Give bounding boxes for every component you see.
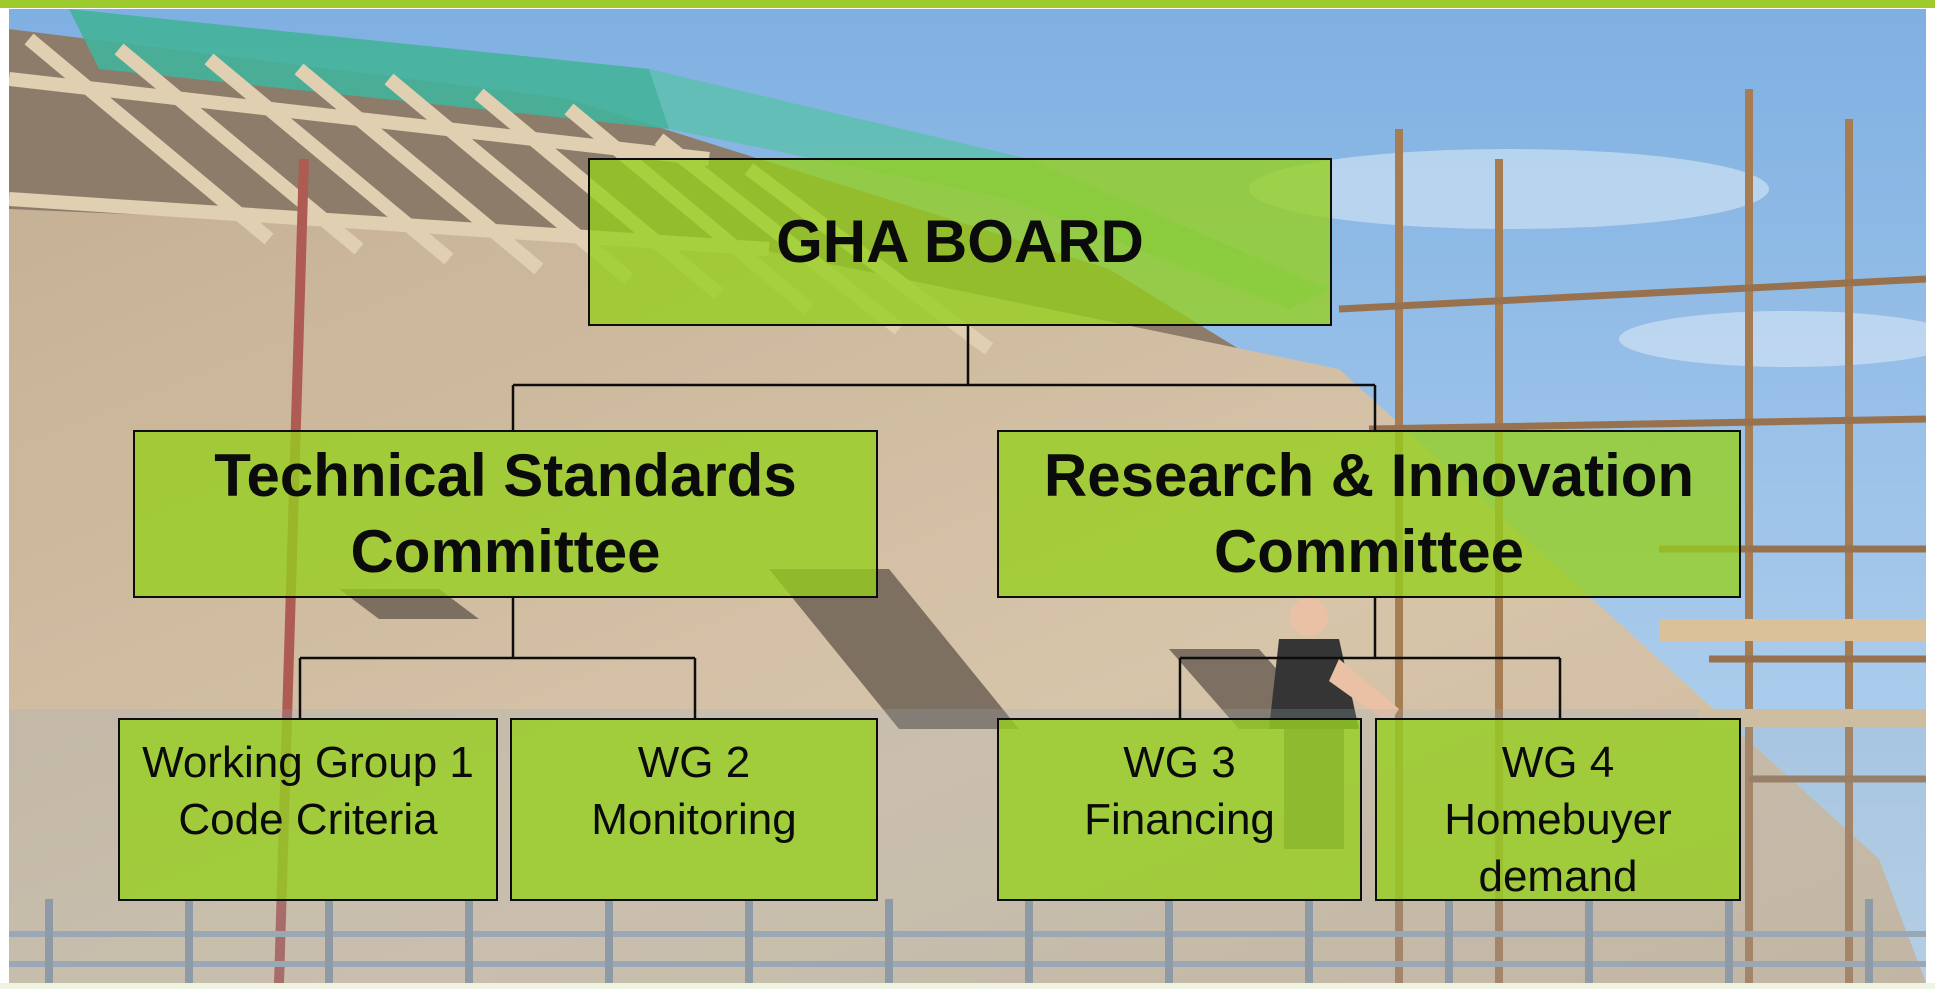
working-group-1-box: Working Group 1 Code Criteria <box>118 718 498 901</box>
technical-standards-committee-box: Technical Standards Committee <box>133 430 878 598</box>
working-group-3-label: WG 3 Financing <box>1084 738 1275 845</box>
gha-board-box: GHA BOARD <box>588 158 1332 326</box>
technical-standards-committee-label: Technical Standards Committee <box>214 441 797 585</box>
top-accent-rule <box>0 0 1935 8</box>
working-group-3-box: WG 3 Financing <box>997 718 1362 901</box>
bottom-rule <box>0 983 1935 989</box>
working-group-2-box: WG 2 Monitoring <box>510 718 878 901</box>
working-group-4-box: WG 4 Homebuyer demand <box>1375 718 1741 901</box>
working-group-4-label: WG 4 Homebuyer demand <box>1444 738 1672 902</box>
working-group-1-label: Working Group 1 Code Criteria <box>142 738 474 845</box>
working-group-2-label: WG 2 Monitoring <box>591 738 797 845</box>
research-innovation-committee-box: Research & Innovation Committee <box>997 430 1741 598</box>
gha-board-label: GHA BOARD <box>776 208 1144 276</box>
research-innovation-committee-label: Research & Innovation Committee <box>1043 441 1695 585</box>
